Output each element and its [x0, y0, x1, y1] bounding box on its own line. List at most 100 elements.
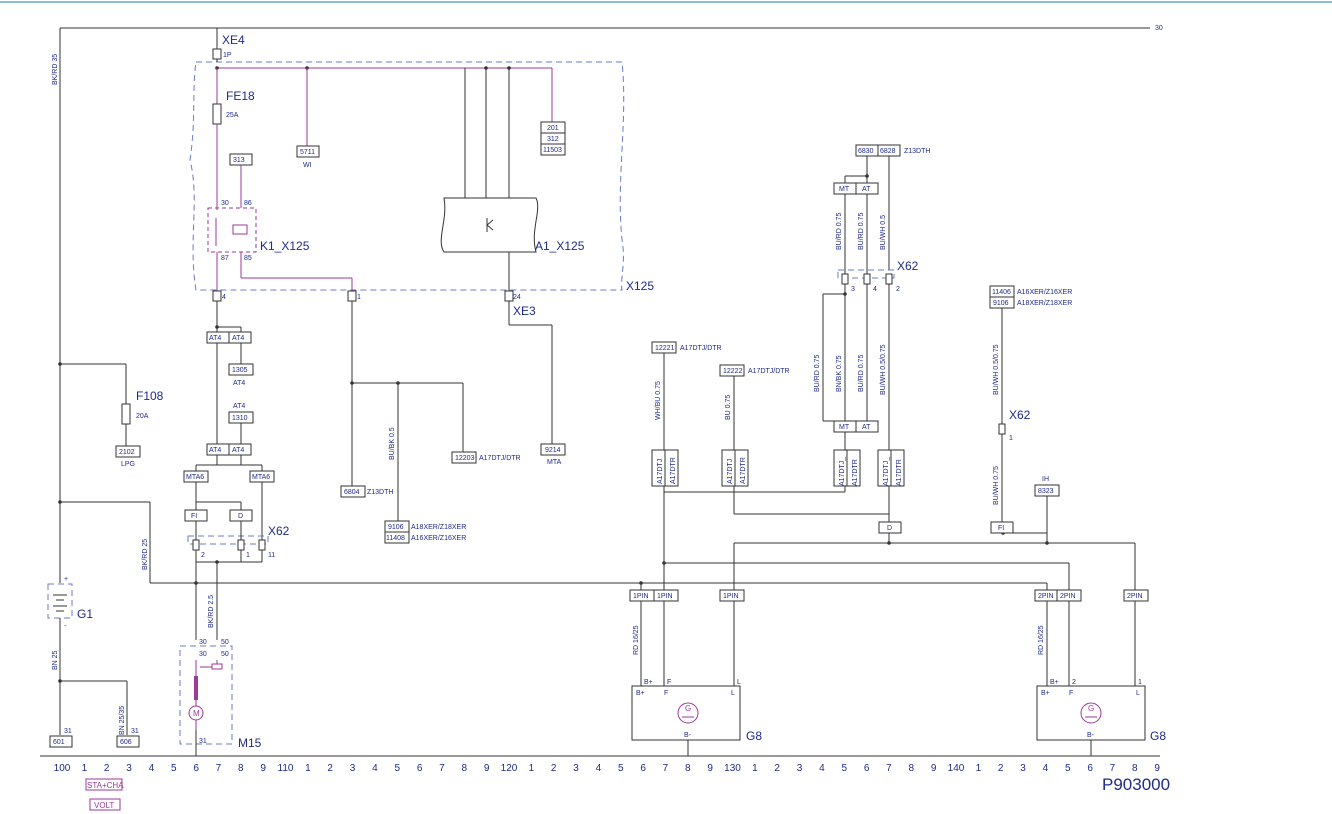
wire-bubk: 12203 A17DTJ/DTR BU/BK 0.5 6804 Z13DTH 9… — [340, 301, 521, 544]
ruler-label: 100 — [54, 763, 71, 774]
box4-a17dtj: A17DTJ_ — [883, 457, 890, 486]
x62-far-right-label: X62 — [1009, 408, 1031, 422]
g8b-bminus: B- — [1087, 732, 1095, 739]
g8b-l: L — [1136, 690, 1140, 697]
at-a: AT — [862, 186, 871, 193]
xref-sta-cha[interactable]: STA+CHA — [87, 781, 124, 790]
x62l-pin-2: 2 — [201, 552, 205, 559]
xref-volt[interactable]: VOLT — [94, 801, 114, 810]
pin2-c: 2PIN — [1127, 593, 1143, 600]
wire-label-buwh0575-b: BU/WH 0.5/0.75 — [993, 344, 1000, 395]
ruler-label: 3 — [350, 763, 356, 774]
ref-12203: 12203 — [455, 455, 475, 462]
m15-pin-31: 31 — [199, 738, 207, 745]
ruler-label: 2 — [551, 763, 557, 774]
ruler-label: 4 — [149, 763, 155, 774]
mt-a: MT — [839, 186, 850, 193]
connector-xe3: 24 XE3 9214 MTA — [504, 290, 566, 466]
box4-a17dtr: A17DTR — [896, 459, 903, 486]
wire-label-buwh075: BU/WH 0.75 — [993, 466, 1000, 505]
pin-31-b: 31 — [131, 728, 139, 735]
g8b-bplus-top: B+ — [1050, 679, 1059, 686]
ref-11408: 11408 — [386, 535, 405, 542]
ref-1310: 1310 — [232, 415, 248, 422]
x125-label: X125 — [626, 279, 654, 293]
wire-label-buwh0575-a: BU/WH 0.5/0.75 — [880, 344, 887, 395]
f108-label: F108 — [136, 389, 164, 403]
wire-label-bn2535: BN 25/35 — [119, 706, 126, 735]
ref-lpg: LPG — [121, 461, 135, 468]
x62r-pin-3: 3 — [851, 286, 855, 293]
ruler-label: 5 — [394, 763, 400, 774]
ref-606: 606 — [120, 739, 132, 746]
ruler-label: 140 — [948, 763, 965, 774]
g8b-symbol: G — [1088, 704, 1094, 713]
wire-label-bkrd35: BK/RD 35 — [52, 54, 59, 85]
ref-12222: 12222 — [723, 368, 743, 375]
ruler-label: 1 — [82, 763, 88, 774]
fuse-f108: F108 20A 2102 LPG — [115, 389, 164, 468]
mt-b: MT — [839, 424, 850, 431]
ref-ih: IH — [1042, 476, 1049, 483]
pin1-c: 1PIN — [723, 593, 739, 600]
wire-bkrd35: BK/RD 35 — [52, 28, 127, 583]
connector-xe4: XE4 1P 5711 WI 201 312 11503 — [212, 28, 566, 198]
ruler-label: 4 — [819, 763, 825, 774]
ruler-label: 7 — [216, 763, 222, 774]
pin-1p: 1P — [223, 52, 232, 59]
g1-label: G1 — [77, 607, 93, 621]
ruler-label: 9 — [1154, 763, 1160, 774]
ruler-label: 3 — [573, 763, 579, 774]
module-a1: A1_X125 — [440, 197, 585, 291]
ruler-label: 3 — [126, 763, 132, 774]
ref-312: 312 — [547, 136, 559, 143]
at4-b: AT4 — [232, 335, 244, 342]
ruler-label: 6 — [417, 763, 423, 774]
ruler-label: 8 — [909, 763, 915, 774]
ruler-label: 3 — [797, 763, 803, 774]
m15-pin-30b: 30 — [199, 651, 207, 658]
ruler-label: 6 — [640, 763, 646, 774]
at4-a: AT4 — [209, 335, 221, 342]
fi-a: FI — [191, 513, 197, 520]
x62-left-label: X62 — [268, 524, 290, 538]
g8b-f: F — [1069, 690, 1073, 697]
g1-minus: - — [64, 623, 67, 630]
x62r-pin-2: 2 — [896, 286, 900, 293]
m15-pin-50b: 50 — [221, 651, 229, 658]
ref-12221: 12221 — [655, 345, 675, 352]
ref-601: 601 — [53, 739, 65, 746]
ruler-label: 8 — [238, 763, 244, 774]
g8a-l-top: L — [737, 679, 741, 686]
ref-6804: 6804 — [344, 489, 360, 496]
ref-mta: MTA — [547, 459, 562, 466]
mta6-b: MTA6 — [252, 474, 270, 481]
x62fr-pin-1: 1 — [1009, 435, 1013, 442]
ruler-label: 120 — [501, 763, 518, 774]
pin-boxes: 1PIN 1PIN 1PIN 2PIN 2PIN 2PIN RD 16/25 R… — [629, 589, 1149, 686]
box1-a17dtj: A17DTJ — [657, 459, 664, 484]
x125-pin-1: 1 — [357, 294, 361, 301]
ruler-label: 6 — [193, 763, 199, 774]
ruler-label: 5 — [1065, 763, 1071, 774]
box2-a17dtr: A17DTR — [740, 457, 747, 484]
ruler-label: 1 — [976, 763, 982, 774]
pin1-a: 1PIN — [633, 593, 649, 600]
wire-label-bu075: BU 0.75 — [725, 395, 732, 420]
m15-motor-symbol: M — [193, 709, 200, 718]
ruler-label: 8 — [462, 763, 468, 774]
wire-label-rd1625-b: RD 16/25 — [1038, 625, 1045, 655]
ruler-label: 1 — [529, 763, 535, 774]
x62-right-label: X62 — [897, 259, 919, 273]
ref-a17dtj-dtr-1: A17DTJ/DTR — [479, 455, 521, 462]
ref-9106-b: 9106 — [993, 300, 1009, 307]
at4-f: AT4 — [232, 447, 244, 454]
wire-label-burd075-c: BU/RD 0.75 — [814, 355, 821, 392]
starter-m15: 30 50 30 50 M 31 M15 — [179, 639, 262, 756]
ruler-label: 8 — [1132, 763, 1138, 774]
wire-label-bkrd25: BK/RD 25 — [142, 539, 149, 570]
pin-31-a: 31 — [64, 728, 72, 735]
m15-pin-50a: 50 — [221, 639, 229, 646]
box2-a17dtj: A17DTJ — [727, 459, 734, 484]
